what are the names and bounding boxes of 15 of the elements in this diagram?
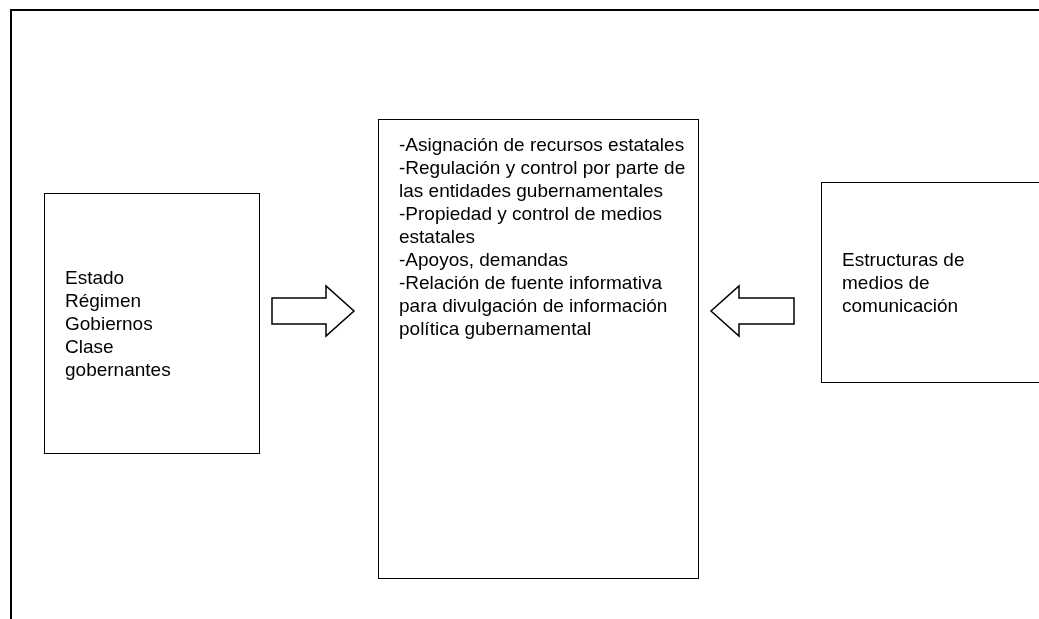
- text-box: [821, 182, 1039, 383]
- box-text: -Regulación y control por parte de las entidades gubernamentales: [399, 156, 687, 202]
- box-text: Clase gobernantes: [65, 335, 172, 381]
- box-text: Estado: [65, 266, 126, 289]
- block-arrow: [709, 284, 795, 338]
- block-arrow: [271, 284, 356, 338]
- text-box: [378, 119, 699, 579]
- box-text: -Propiedad y control de medios estatales: [399, 202, 663, 248]
- box-text: Estructuras de medios de comunicación: [842, 248, 966, 317]
- box-text: Régimen: [65, 289, 143, 312]
- text-box: [44, 193, 260, 454]
- box-text: -Asignación de recursos estatales: [399, 133, 686, 156]
- box-text: -Relación de fuente informativa para divulgación de información política gubernamental: [399, 271, 669, 340]
- box-text: -Apoyos, demandas: [399, 248, 569, 271]
- box-text: Gobiernos: [65, 312, 154, 335]
